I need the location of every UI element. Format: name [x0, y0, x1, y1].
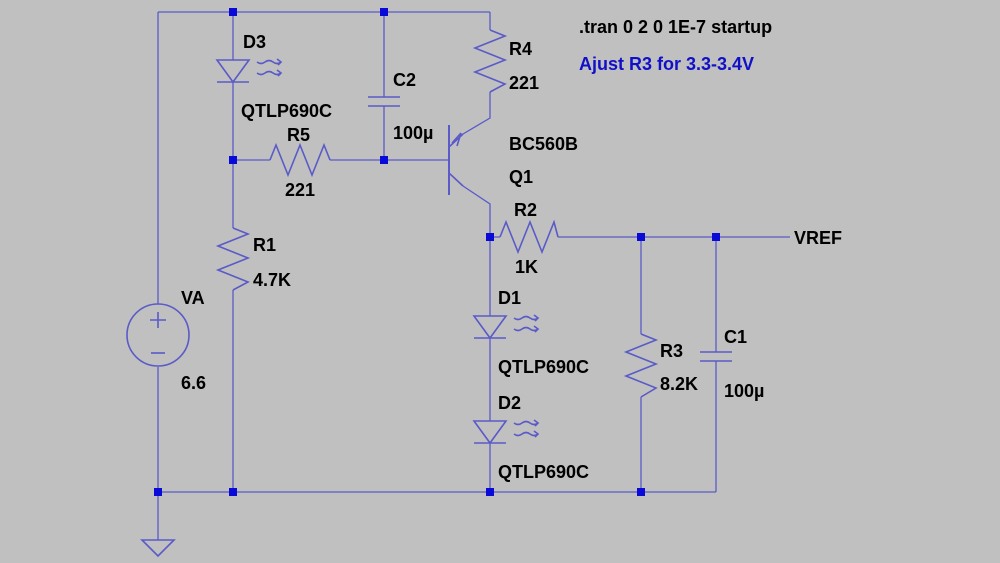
d1-ref-label: D1	[498, 288, 521, 308]
r2-ref-label: R2	[514, 200, 537, 220]
resistor-icon[interactable]	[623, 333, 659, 398]
q1-ref-label: Q1	[509, 167, 533, 187]
resistor-icon[interactable]	[472, 29, 508, 93]
c1-ref-label: C1	[724, 327, 747, 347]
q1-model-label: BC560B	[509, 134, 578, 154]
r2-value-label: 1K	[515, 257, 538, 277]
r4-value-label: 221	[509, 73, 539, 93]
junction-dot	[637, 233, 645, 241]
led-icon[interactable]	[472, 419, 540, 445]
va-value-label: 6.6	[181, 373, 206, 393]
resistor-icon[interactable]	[269, 142, 331, 178]
adjust-note-comment[interactable]: Ajust R3 for 3.3-3.4V	[579, 54, 754, 74]
d1-model-label: QTLP690C	[498, 357, 589, 377]
led-icon[interactable]	[215, 58, 283, 84]
junction-dot	[486, 233, 494, 241]
junction-dot	[486, 488, 494, 496]
d2-ref-label: D2	[498, 393, 521, 413]
junction-dot	[229, 488, 237, 496]
c2-value-label: 100µ	[393, 123, 433, 143]
voltage-source-icon[interactable]	[126, 303, 190, 367]
vref-net-label: VREF	[794, 228, 842, 248]
r3-ref-label: R3	[660, 341, 683, 361]
r1-value-label: 4.7K	[253, 270, 291, 290]
junction-dot	[637, 488, 645, 496]
r4-ref-label: R4	[509, 39, 532, 59]
junction-dot	[229, 156, 237, 164]
resistor-icon[interactable]	[499, 219, 559, 255]
led-icon[interactable]	[472, 314, 540, 340]
junction-dot	[380, 156, 388, 164]
resistor-icon[interactable]	[215, 227, 251, 291]
d3-ref-label: D3	[243, 32, 266, 52]
junction-dot	[229, 8, 237, 16]
capacitor-icon[interactable]	[700, 351, 732, 362]
c2-ref-label: C2	[393, 70, 416, 90]
pnp-transistor-icon[interactable]	[448, 125, 464, 195]
r5-value-label: 221	[285, 180, 315, 200]
tran-directive[interactable]: .tran 0 2 0 1E-7 startup	[579, 17, 772, 37]
junction-dots	[154, 8, 720, 496]
r5-ref-label: R5	[287, 125, 310, 145]
d3-model-label: QTLP690C	[241, 101, 332, 121]
wires	[157, 11, 790, 540]
capacitor-icon[interactable]	[368, 96, 400, 107]
junction-dot	[154, 488, 162, 496]
va-ref-label: VA	[181, 288, 205, 308]
r3-value-label: 8.2K	[660, 374, 698, 394]
ground-symbol-icon	[140, 539, 176, 558]
r1-ref-label: R1	[253, 235, 276, 255]
junction-dot	[712, 233, 720, 241]
d2-model-label: QTLP690C	[498, 462, 589, 482]
junction-dot	[380, 8, 388, 16]
c1-value-label: 100µ	[724, 381, 764, 401]
